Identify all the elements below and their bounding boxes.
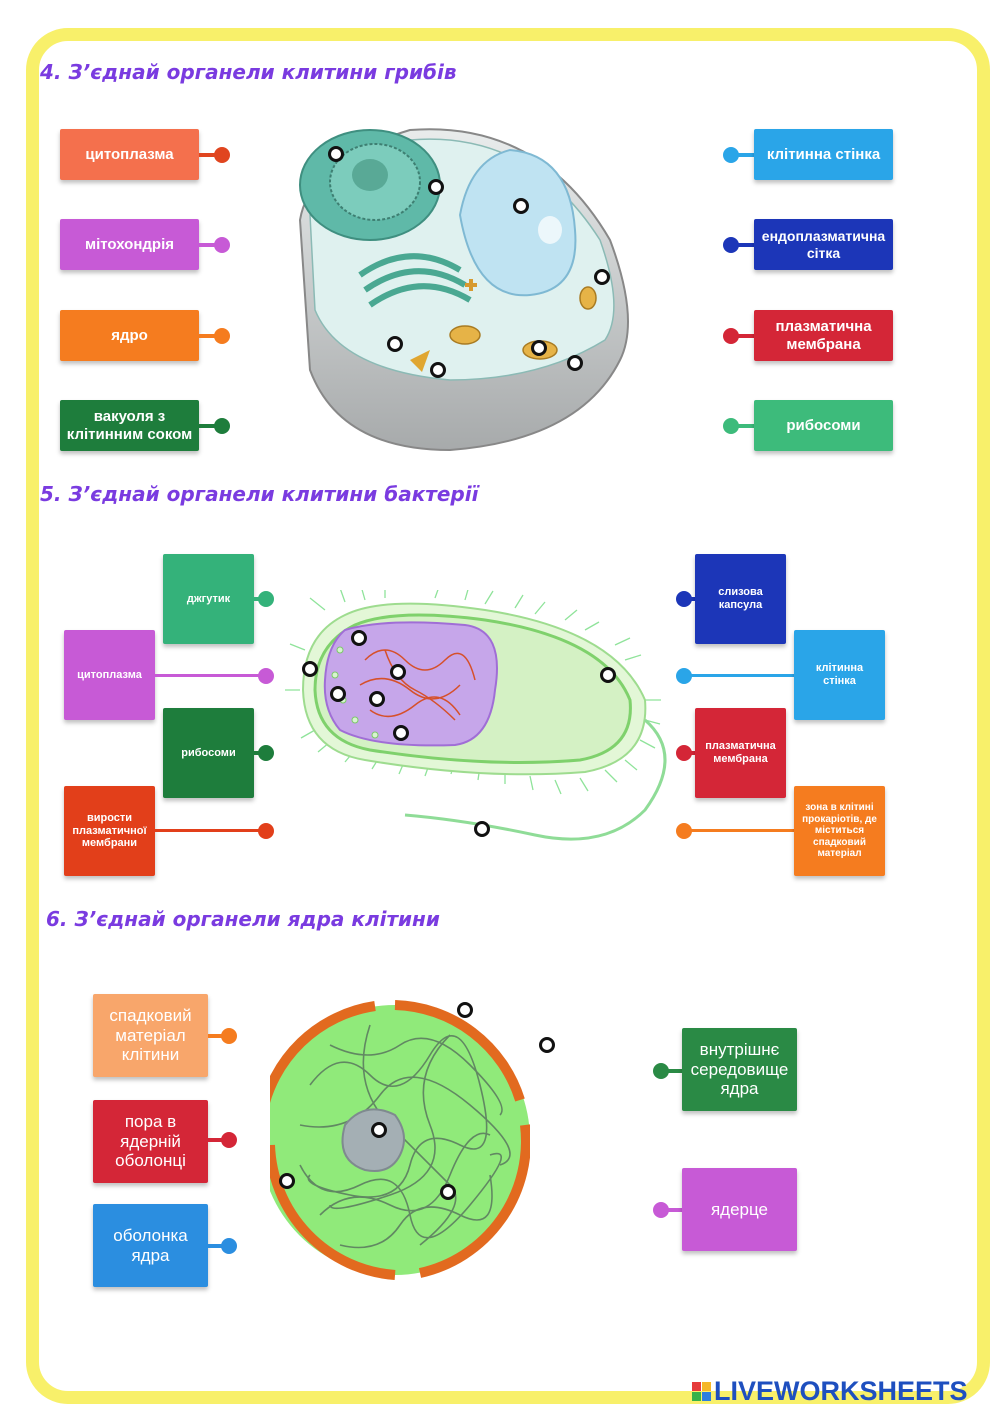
s4-left-anchor-2[interactable] <box>214 328 230 344</box>
s4-left-anchor-1[interactable] <box>214 237 230 253</box>
s4-target-hole[interactable] <box>594 269 610 285</box>
s6-right-nucleolus[interactable]: ядерце <box>682 1168 797 1251</box>
s5-right-nucleoid[interactable]: зона в клітині прокаріотів, де міститься… <box>794 786 885 876</box>
s5-target-hole[interactable] <box>393 725 409 741</box>
s4-right-cell-wall[interactable]: клітинна стінка <box>754 129 893 180</box>
s5-target-hole[interactable] <box>369 691 385 707</box>
s5-connector <box>690 829 795 832</box>
s4-connector <box>199 243 215 247</box>
s4-right-plasma-membrane[interactable]: плазматична мембрана <box>754 310 893 361</box>
s4-target-hole[interactable] <box>387 336 403 352</box>
s5-target-hole[interactable] <box>390 664 406 680</box>
s6-left-anchor-1[interactable] <box>221 1132 237 1148</box>
s6-left-nuclear-pore[interactable]: пора в ядерній оболонці <box>93 1100 208 1183</box>
fungal-cell-illustration <box>280 120 650 460</box>
s4-target-hole[interactable] <box>513 198 529 214</box>
nucleus-illustration <box>270 985 530 1295</box>
s6-connector <box>667 1069 683 1073</box>
s6-target-hole[interactable] <box>371 1122 387 1138</box>
s5-target-hole[interactable] <box>330 686 346 702</box>
s4-connector <box>199 424 215 428</box>
s5-target-hole[interactable] <box>474 821 490 837</box>
s4-connector <box>737 243 754 247</box>
s4-connector <box>199 153 215 157</box>
s5-left-flagellum[interactable]: джгутик <box>163 554 254 644</box>
s6-left-genetic-material[interactable]: спадковий матеріал клітини <box>93 994 208 1077</box>
s6-left-anchor-2[interactable] <box>221 1238 237 1254</box>
s4-target-hole[interactable] <box>328 146 344 162</box>
s5-left-membrane-outgrowths[interactable]: вирости плазматичної мембрани <box>64 786 155 876</box>
s4-target-hole[interactable] <box>428 179 444 195</box>
s6-right-nucleoplasm[interactable]: внутрішнє середовище ядра <box>682 1028 797 1111</box>
s4-connector <box>737 424 754 428</box>
s5-right-cell-wall[interactable]: клітинна стінка <box>794 630 885 720</box>
s4-right-ribosomes[interactable]: рибосоми <box>754 400 893 451</box>
s5-target-hole[interactable] <box>600 667 616 683</box>
s5-left-anchor-3[interactable] <box>258 823 274 839</box>
bacterium-illustration <box>285 590 685 880</box>
s4-left-vacuole[interactable]: вакуоля з клітинним соком <box>60 400 199 451</box>
section-5-title: 5. З’єднай органели клитини бактерії <box>40 482 478 506</box>
logo-icon <box>692 1382 711 1401</box>
s4-left-anchor-3[interactable] <box>214 418 230 434</box>
s4-target-hole[interactable] <box>567 355 583 371</box>
s6-connector <box>667 1208 683 1212</box>
s5-right-plasma-membrane[interactable]: плазматична мембрана <box>695 708 786 798</box>
s5-connector <box>690 674 795 677</box>
s4-target-hole[interactable] <box>531 340 547 356</box>
s4-left-cytoplasm[interactable]: цитоплазма <box>60 129 199 180</box>
s6-left-anchor-0[interactable] <box>221 1028 237 1044</box>
s6-target-hole[interactable] <box>539 1037 555 1053</box>
s5-left-anchor-0[interactable] <box>258 591 274 607</box>
s5-connector <box>155 674 260 677</box>
section-6-title: 6. З’єднай органели ядра клітини <box>46 907 440 931</box>
s5-connector <box>155 829 260 832</box>
s4-connector <box>737 334 754 338</box>
s6-target-hole[interactable] <box>279 1173 295 1189</box>
s4-left-nucleus[interactable]: ядро <box>60 310 199 361</box>
s5-target-hole[interactable] <box>302 661 318 677</box>
s4-left-anchor-0[interactable] <box>214 147 230 163</box>
section-4-title: 4. З’єднай органели клитини грибів <box>40 60 456 84</box>
liveworksheets-logo: LIVEWORKSHEETS <box>692 1376 968 1407</box>
s5-left-ribosomes[interactable]: рибосоми <box>163 708 254 798</box>
s5-left-anchor-2[interactable] <box>258 745 274 761</box>
s5-left-anchor-1[interactable] <box>258 668 274 684</box>
s4-connector <box>199 334 215 338</box>
s6-target-hole[interactable] <box>440 1184 456 1200</box>
logo-text: LIVEWORKSHEETS <box>714 1376 968 1407</box>
s5-right-slime-capsule[interactable]: слизова капсула <box>695 554 786 644</box>
s5-target-hole[interactable] <box>351 630 367 646</box>
s4-left-mitochondria[interactable]: мітохондрія <box>60 219 199 270</box>
s4-connector <box>737 153 754 157</box>
s4-right-er[interactable]: ендоплазматична сітка <box>754 219 893 270</box>
s6-left-nuclear-envelope[interactable]: оболонка ядра <box>93 1204 208 1287</box>
s4-target-hole[interactable] <box>430 362 446 378</box>
s5-left-cytoplasm[interactable]: цитоплазма <box>64 630 155 720</box>
s6-target-hole[interactable] <box>457 1002 473 1018</box>
